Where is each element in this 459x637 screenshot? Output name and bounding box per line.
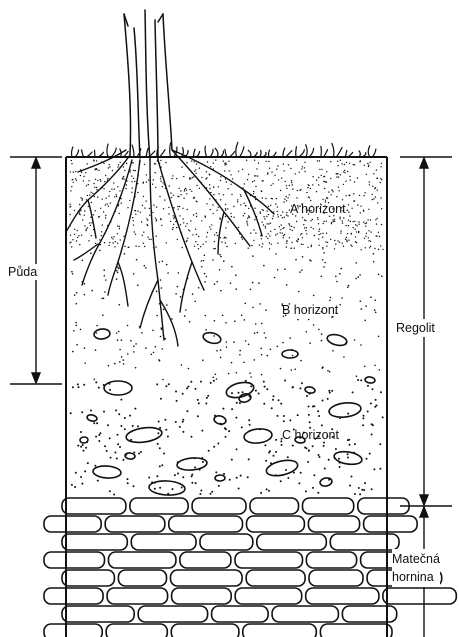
b-horizon-label: B horizont <box>282 303 338 317</box>
soil-label: Půda <box>8 264 37 280</box>
bedrock-label-line1: Matečná <box>392 550 440 568</box>
regolith-label: Regolit <box>396 319 435 337</box>
a-horizon-label: A horizont <box>290 202 346 216</box>
tree-trunk <box>124 10 172 160</box>
c-horizon-label: C horizont <box>282 428 339 442</box>
c-horizon-pebbles <box>80 328 376 496</box>
tree-roots <box>66 150 274 346</box>
bedrock-label: Matečná hornina <box>392 549 440 587</box>
bedrock-label-line2: hornina <box>392 568 440 586</box>
